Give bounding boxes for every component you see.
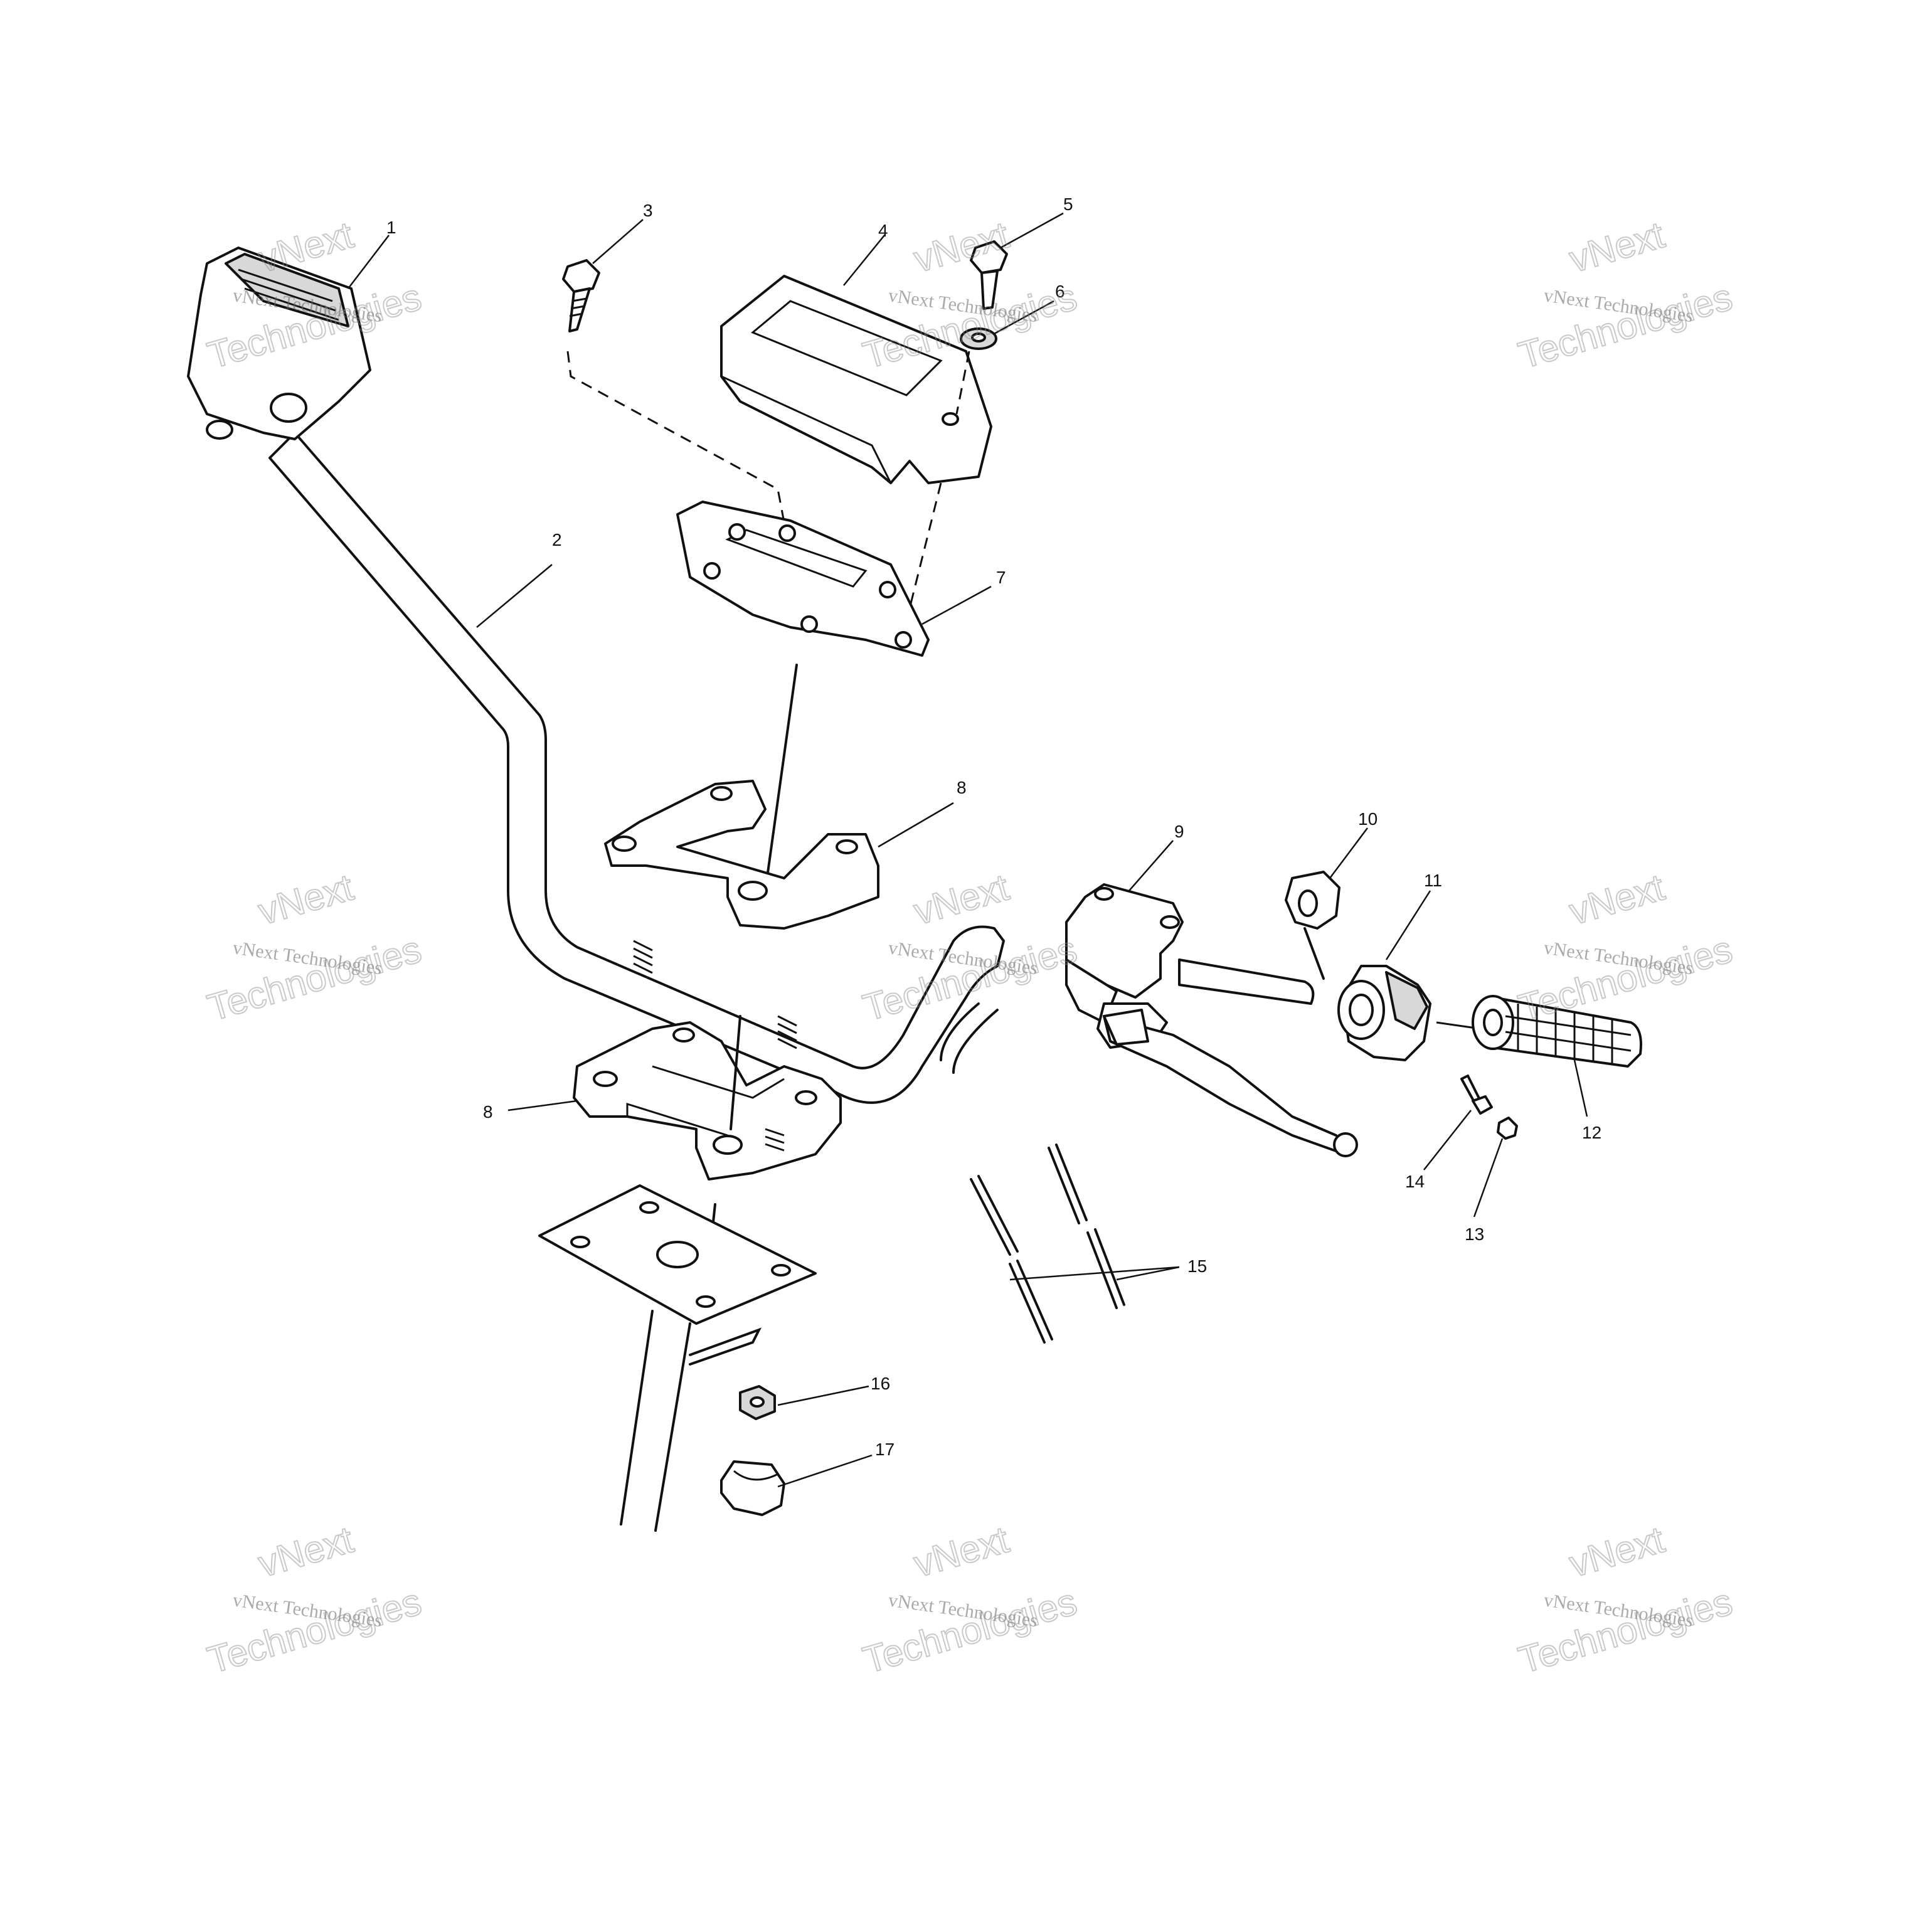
- brake-lever: [1103, 1009, 1358, 1157]
- throttle-cam: [1285, 871, 1340, 930]
- callout-13: 13: [1465, 1224, 1484, 1244]
- watermark-tile: vNext vNext Technologies Technologies: [203, 865, 427, 1029]
- handlebar-tube: [268, 432, 1005, 1104]
- callout-15: 15: [1187, 1256, 1207, 1276]
- bolt-5: [970, 240, 1008, 310]
- callout-labels: 1 2 3 4 5 6 7 8 8 9 10 11 12 13 14 15 16…: [386, 194, 1601, 1459]
- callout-7: 7: [996, 568, 1006, 587]
- bolt-3: [562, 259, 600, 332]
- watermark-tile: vNext vNext Technologies Technologies: [1514, 865, 1738, 1029]
- right-handle-tube: [1178, 958, 1315, 1005]
- screw-13: [1497, 1117, 1518, 1140]
- left-switch-housing: [187, 247, 371, 440]
- svg-text:vNext: vNext: [910, 866, 1014, 933]
- watermark-tile: vNext vNext Technologies Technologies: [203, 1517, 427, 1682]
- bracket-plate: [676, 501, 930, 657]
- svg-text:vNext: vNext: [1565, 213, 1669, 280]
- callout-12: 12: [1582, 1123, 1601, 1142]
- leader-dash-6: [902, 351, 970, 634]
- callout-6: 6: [1055, 282, 1065, 301]
- svg-text:vNext: vNext: [1565, 1518, 1669, 1585]
- callout-4: 4: [878, 221, 888, 240]
- alignment-line-10: [1303, 927, 1325, 980]
- svg-text:vNext: vNext: [254, 213, 358, 280]
- callout-8-lower: 8: [483, 1102, 493, 1122]
- callout-leaders: [348, 212, 1588, 1488]
- svg-text:vNext: vNext: [910, 1518, 1014, 1585]
- callout-8-upper: 8: [957, 778, 967, 797]
- alignment-line-7: [764, 664, 798, 892]
- callout-14: 14: [1405, 1172, 1425, 1191]
- svg-text:vNext: vNext: [254, 866, 358, 933]
- right-switch-housing: [1337, 965, 1431, 1061]
- nut-16: [739, 1385, 776, 1420]
- steering-post-plate: [538, 1184, 817, 1532]
- svg-text:vNext: vNext: [254, 1518, 358, 1585]
- upper-clamp: [604, 780, 879, 930]
- callout-5: 5: [1063, 194, 1073, 214]
- watermark-tile: vNext vNext Technologies Technologies: [1514, 1517, 1738, 1682]
- callout-11: 11: [1424, 871, 1442, 890]
- washer-6: [960, 327, 997, 350]
- callout-3: 3: [643, 201, 653, 220]
- lower-clamp: [573, 1021, 842, 1181]
- watermark-tile: vNext vNext Technologies Technologies: [858, 1517, 1082, 1682]
- grip: [1472, 995, 1642, 1068]
- svg-text:vNext: vNext: [1565, 866, 1669, 933]
- callout-16: 16: [871, 1374, 890, 1393]
- watermark-tile: vNext vNext Technologies Technologies: [1514, 213, 1738, 377]
- callout-2: 2: [552, 530, 562, 549]
- clamp-17: [720, 1460, 785, 1516]
- cables-15: [970, 1144, 1125, 1344]
- callout-10: 10: [1358, 809, 1378, 829]
- callout-17: 17: [875, 1440, 894, 1459]
- screw-14: [1460, 1075, 1493, 1115]
- callout-9: 9: [1174, 822, 1184, 841]
- handlebar-cover: [720, 275, 992, 484]
- callout-1: 1: [386, 218, 396, 237]
